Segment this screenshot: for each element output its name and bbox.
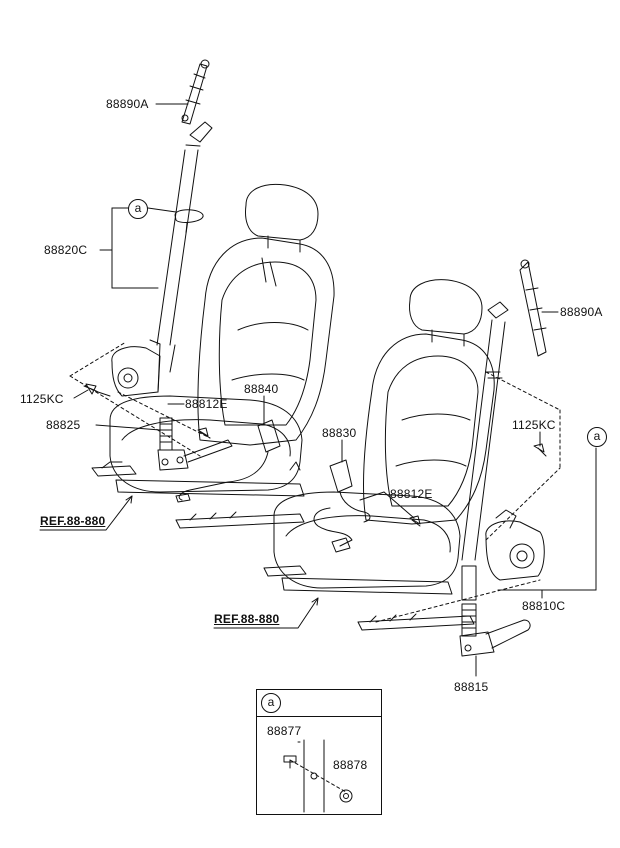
ref-label-left: REF.88-880 bbox=[40, 514, 106, 528]
part-label-88830: 88830 bbox=[322, 426, 357, 440]
part-label-88812e-right: 88812E bbox=[390, 487, 433, 501]
part-label-88820c: 88820C bbox=[44, 243, 88, 257]
part-label-88812e-left: 88812E bbox=[185, 397, 228, 411]
callout-a-left: a bbox=[128, 199, 148, 219]
part-label-88840: 88840 bbox=[244, 382, 279, 396]
part-label-88877: 88877 bbox=[267, 724, 302, 738]
part-label-88815: 88815 bbox=[454, 680, 489, 694]
part-label-88825: 88825 bbox=[46, 418, 81, 432]
inset-callout-a: a bbox=[261, 693, 281, 713]
right-seat-drawing bbox=[263, 259, 561, 657]
part-label-88890a-right: 88890A bbox=[560, 305, 603, 319]
part-label-88878: 88878 bbox=[333, 758, 368, 772]
part-label-1125kc-right: 1125KC bbox=[512, 418, 556, 432]
inset-drawing bbox=[283, 739, 353, 813]
ref-label-right: REF.88-880 bbox=[214, 612, 280, 626]
part-label-88810c: 88810C bbox=[522, 599, 566, 613]
part-label-88890a-left: 88890A bbox=[106, 97, 149, 111]
detail-inset: a 88877 88878 bbox=[256, 689, 382, 815]
inset-header: a bbox=[257, 690, 381, 717]
part-label-1125kc-left: 1125KC bbox=[20, 392, 64, 406]
callout-a-right: a bbox=[587, 427, 607, 447]
leader-lines bbox=[39, 103, 597, 677]
left-seat-drawing bbox=[69, 59, 335, 529]
